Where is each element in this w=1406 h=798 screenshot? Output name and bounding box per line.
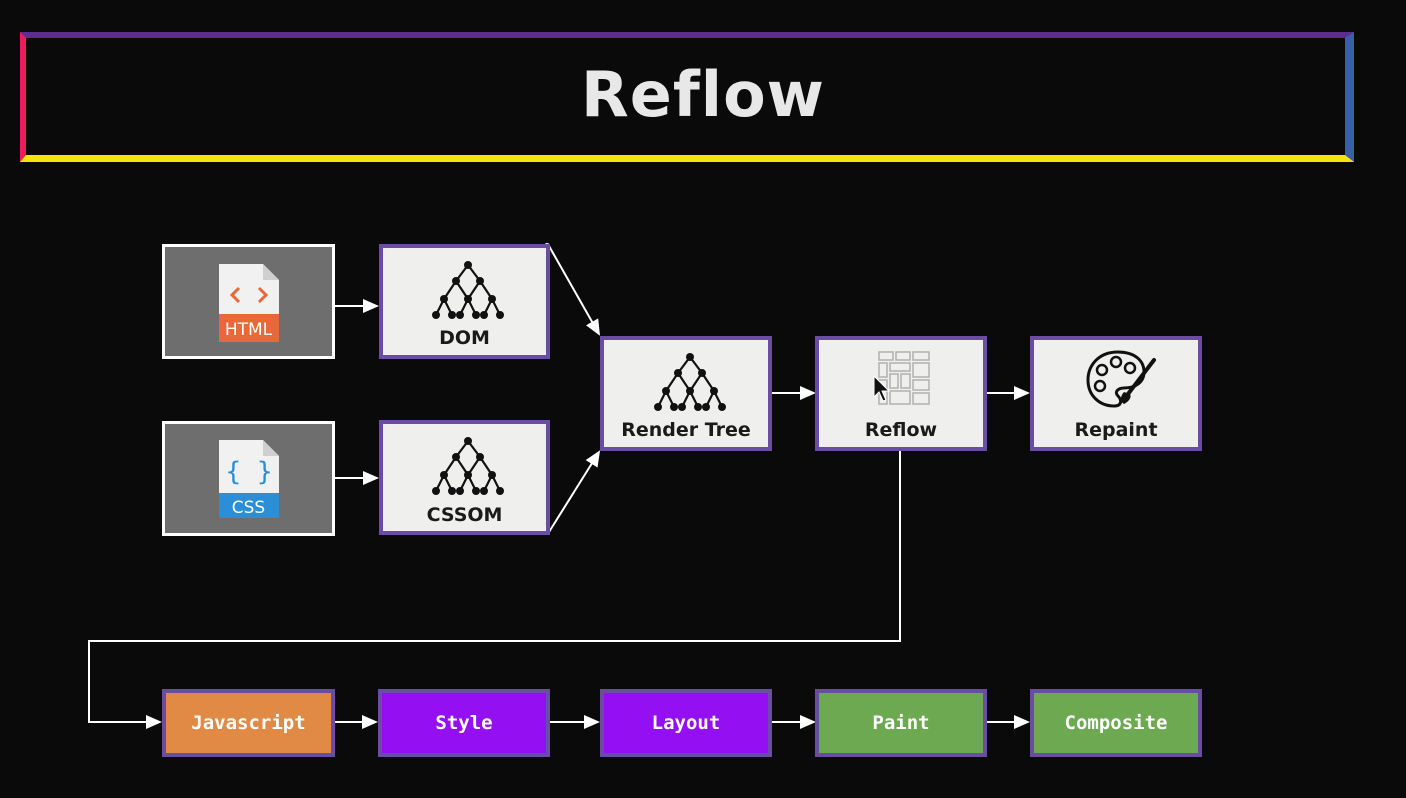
dom-label: DOM	[439, 327, 490, 349]
reflow-label: Reflow	[864, 419, 938, 441]
tree-icon	[432, 437, 504, 495]
html-source: HTML	[162, 244, 335, 359]
step-layout: Layout	[600, 689, 772, 757]
css-source: { } CSS	[162, 421, 335, 536]
html-file-label: HTML	[224, 320, 273, 340]
css-file-label: CSS	[231, 498, 266, 518]
render-tree-label: Render Tree	[621, 419, 751, 441]
reflow-node: Reflow	[815, 336, 987, 451]
tree-icon	[432, 261, 504, 319]
page-title: Reflow	[581, 58, 825, 131]
layout-grid-icon	[878, 351, 930, 405]
step-javascript: Javascript	[162, 689, 335, 757]
arrow-dom-render	[548, 245, 600, 336]
step-composite: Composite	[1030, 689, 1202, 757]
loop-reflow-to-js	[88, 450, 901, 729]
svg-text:{ }: { }	[225, 457, 272, 487]
repaint-node: Repaint	[1030, 336, 1202, 451]
css-file-icon: { }	[218, 440, 279, 518]
step-paint: Paint	[815, 689, 987, 757]
dom-node: DOM	[379, 244, 550, 359]
arrow-cssom-render	[548, 450, 601, 533]
render-tree-node: Render Tree	[600, 336, 772, 451]
palette-icon	[1086, 350, 1156, 408]
cssom-label: CSSOM	[426, 504, 503, 526]
step-style: Style	[378, 689, 550, 757]
repaint-label: Repaint	[1074, 419, 1158, 441]
html-file-icon	[218, 264, 279, 342]
cssom-node: CSSOM	[379, 420, 550, 535]
tree-icon	[654, 353, 726, 411]
title-frame	[20, 32, 1354, 162]
mouse-cursor-icon	[873, 375, 891, 402]
